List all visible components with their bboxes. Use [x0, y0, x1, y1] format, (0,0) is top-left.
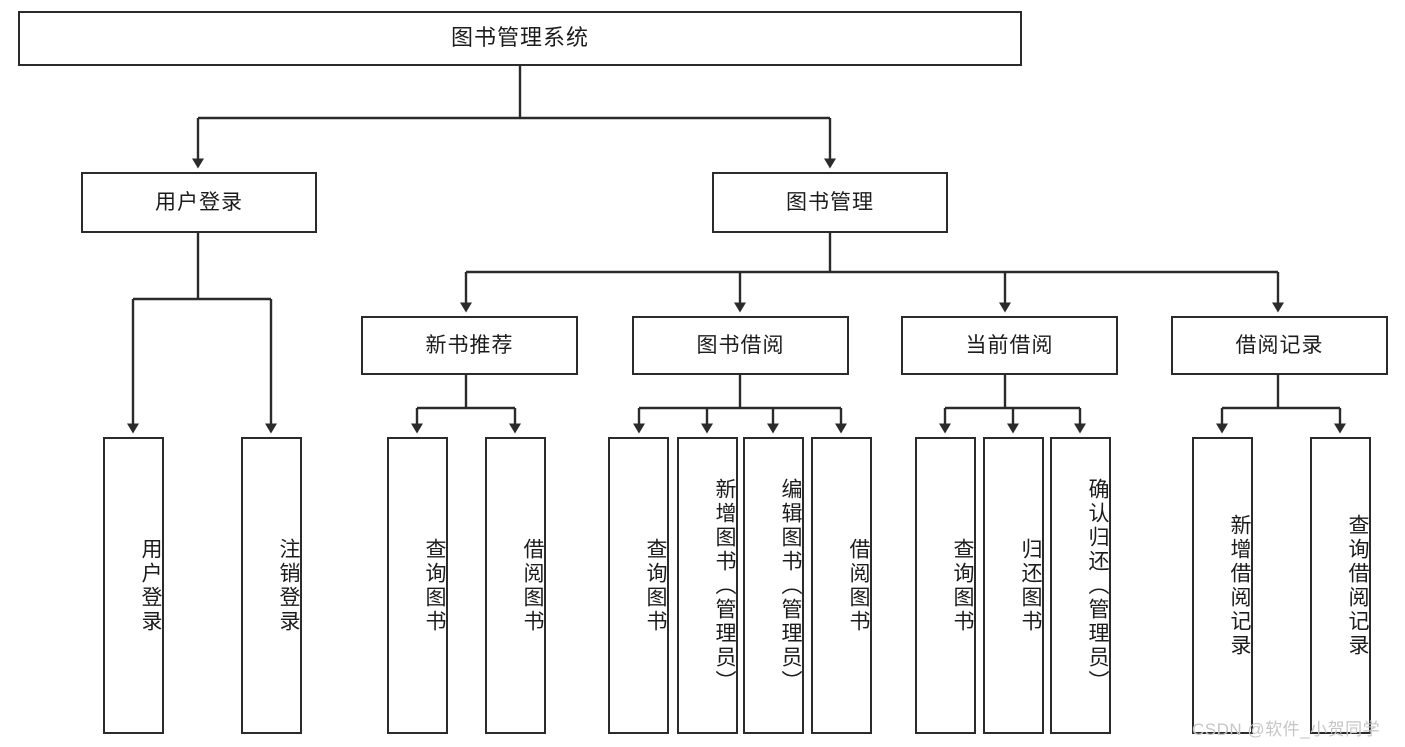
- node-leaf-add-record-label: 新增借阅记录: [1228, 513, 1251, 658]
- node-leaf-edit-book-label: 编辑图书（管理员）: [779, 477, 802, 694]
- node-leaf-borrow-book-1-label: 借阅图书: [521, 537, 544, 634]
- node-current-borrow[interactable]: 当前借阅: [901, 316, 1118, 375]
- node-leaf-query-book-3-label: 查询图书: [951, 537, 974, 634]
- node-book-borrow[interactable]: 图书借阅: [632, 316, 849, 375]
- node-leaf-return-book[interactable]: 归还图书: [983, 437, 1044, 734]
- node-leaf-add-book[interactable]: 新增图书（管理员）: [677, 437, 738, 734]
- node-user-login-label: 用户登录: [155, 190, 243, 214]
- node-leaf-edit-book[interactable]: 编辑图书（管理员）: [743, 437, 804, 734]
- node-root[interactable]: 图书管理系统: [18, 11, 1022, 66]
- node-leaf-borrow-book-1[interactable]: 借阅图书: [485, 437, 546, 734]
- node-leaf-logout-login[interactable]: 注销登录: [241, 437, 302, 734]
- node-leaf-borrow-book-2[interactable]: 借阅图书: [811, 437, 872, 734]
- node-leaf-add-record[interactable]: 新增借阅记录: [1192, 437, 1253, 734]
- node-leaf-user-login-label: 用户登录: [139, 537, 162, 634]
- node-leaf-query-record-label: 查询借阅记录: [1346, 513, 1369, 658]
- node-leaf-query-record[interactable]: 查询借阅记录: [1310, 437, 1371, 734]
- node-borrow-record[interactable]: 借阅记录: [1171, 316, 1388, 375]
- node-leaf-query-book-2[interactable]: 查询图书: [608, 437, 669, 734]
- node-current-borrow-label: 当前借阅: [965, 333, 1054, 357]
- node-leaf-borrow-book-2-label: 借阅图书: [847, 537, 870, 634]
- node-new-book-recommend[interactable]: 新书推荐: [361, 316, 578, 375]
- node-new-book-recommend-label: 新书推荐: [425, 333, 514, 357]
- node-leaf-confirm-return-label: 确认归还（管理员）: [1086, 477, 1109, 694]
- node-leaf-logout-login-label: 注销登录: [277, 537, 300, 634]
- node-leaf-user-login[interactable]: 用户登录: [103, 437, 164, 734]
- node-leaf-query-book-3[interactable]: 查询图书: [915, 437, 976, 734]
- node-leaf-add-book-label: 新增图书（管理员）: [713, 477, 736, 694]
- node-leaf-query-book-2-label: 查询图书: [644, 537, 667, 634]
- node-borrow-record-label: 借阅记录: [1235, 333, 1324, 357]
- node-book-manage[interactable]: 图书管理: [712, 172, 948, 233]
- node-book-manage-label: 图书管理: [786, 190, 874, 214]
- node-root-label: 图书管理系统: [450, 25, 589, 51]
- node-leaf-confirm-return[interactable]: 确认归还（管理员）: [1050, 437, 1111, 734]
- csdn-watermark: CSDN @软件_小贺同学: [1192, 720, 1381, 739]
- node-leaf-query-book-1[interactable]: 查询图书: [387, 437, 448, 734]
- node-book-borrow-label: 图书借阅: [696, 333, 785, 357]
- node-user-login[interactable]: 用户登录: [81, 172, 317, 233]
- node-leaf-return-book-label: 归还图书: [1019, 537, 1042, 634]
- node-leaf-query-book-1-label: 查询图书: [423, 537, 446, 634]
